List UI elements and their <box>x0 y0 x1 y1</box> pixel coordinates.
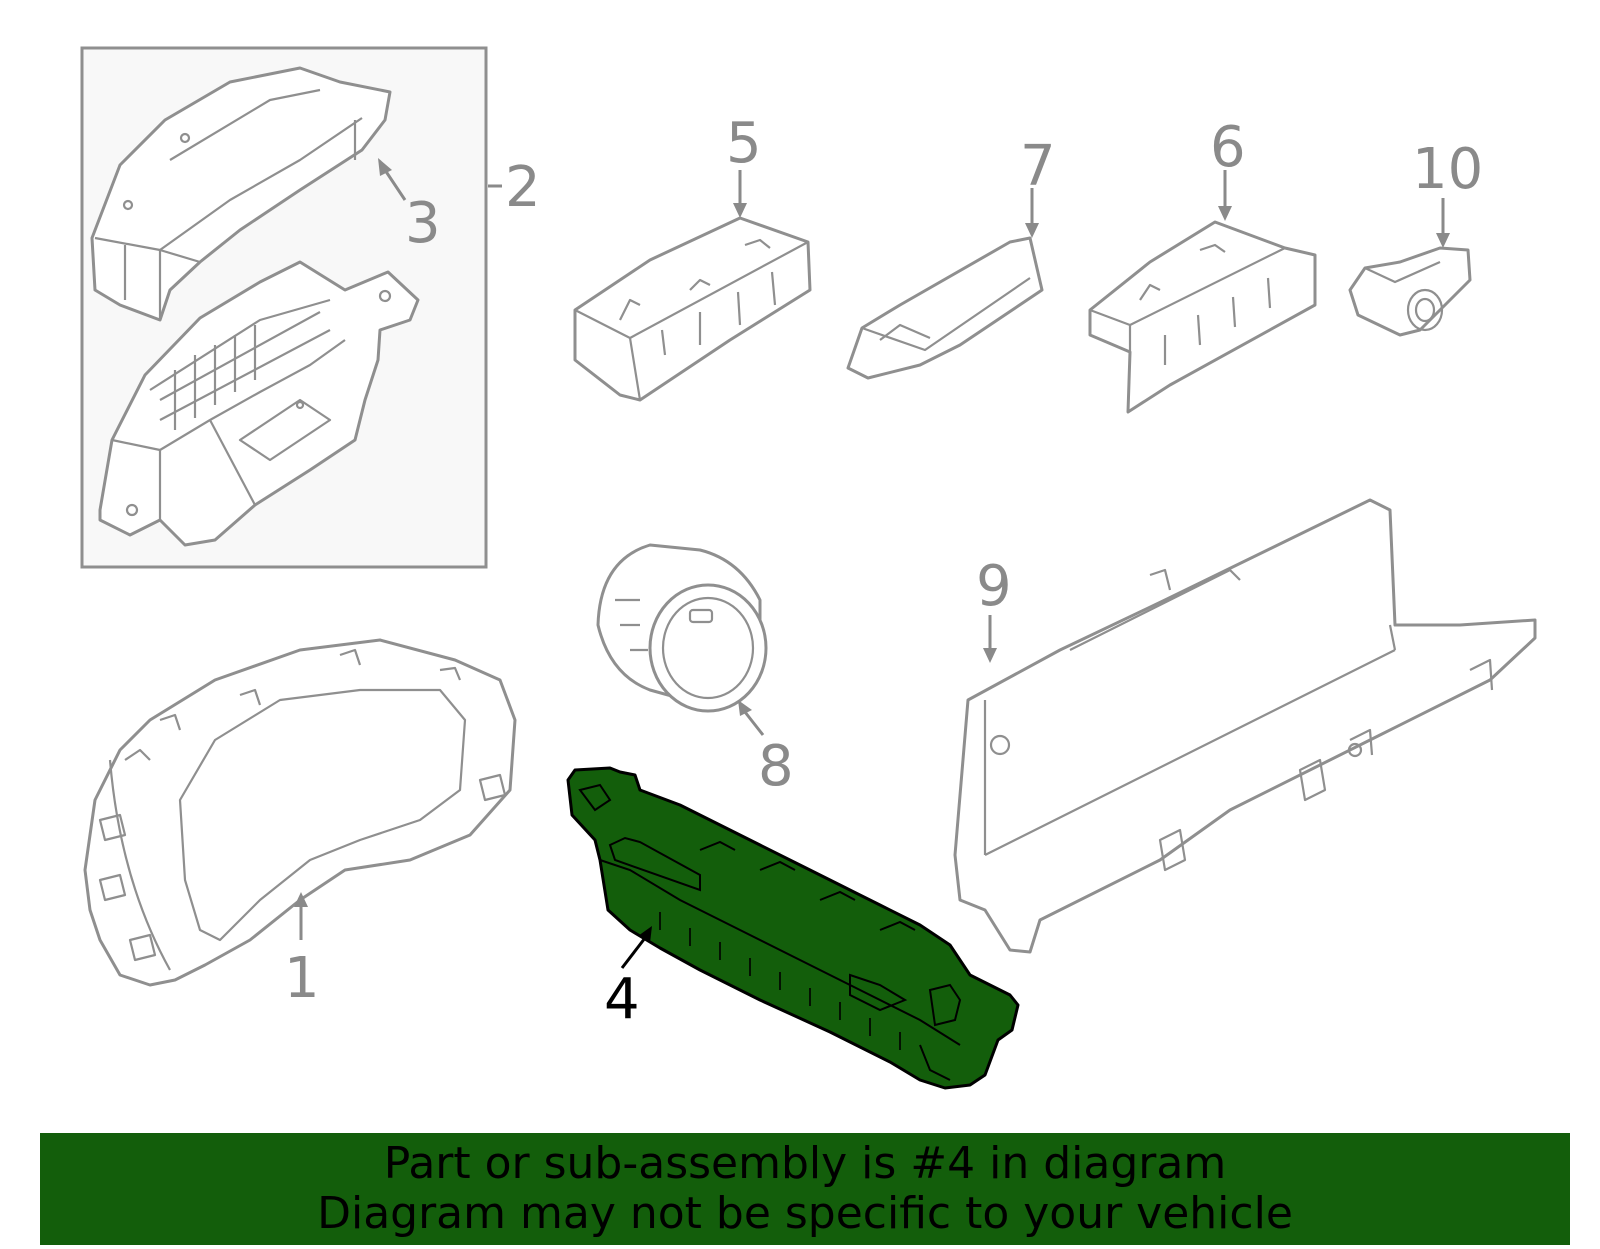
part-10-drawing[interactable] <box>1348 246 1472 337</box>
callout-10[interactable]: 10 <box>1412 137 1483 202</box>
callout-6[interactable]: 6 <box>1210 115 1246 180</box>
part-7-drawing[interactable] <box>846 236 1044 380</box>
part-9-drawing[interactable] <box>953 498 1537 954</box>
callout-1[interactable]: 1 <box>284 946 320 1011</box>
inset-assembly-2 <box>80 46 488 569</box>
part-8-drawing[interactable] <box>596 543 768 713</box>
callout-5[interactable]: 5 <box>726 111 762 176</box>
part-3-drawing[interactable] <box>90 66 392 322</box>
callout-2[interactable]: 2 <box>505 155 541 220</box>
part-2-housing-drawing[interactable] <box>98 260 420 547</box>
part-6-drawing[interactable] <box>1088 220 1317 414</box>
callout-7[interactable]: 7 <box>1020 134 1056 199</box>
footer-line-2: Diagram may not be specific to your vehi… <box>317 1188 1293 1239</box>
callout-9[interactable]: 9 <box>976 554 1012 619</box>
callout-4[interactable]: 4 <box>604 967 640 1032</box>
footer-notice: Part or sub-assembly is #4 in diagram Di… <box>40 1133 1570 1245</box>
callout-8[interactable]: 8 <box>758 734 794 799</box>
footer-line-1: Part or sub-assembly is #4 in diagram <box>383 1138 1227 1189</box>
part-5-drawing[interactable] <box>573 216 812 402</box>
footer-band <box>40 1133 1570 1245</box>
part-4-drawing[interactable] <box>566 766 1020 1090</box>
part-1-drawing[interactable] <box>83 638 517 987</box>
callout-3[interactable]: 3 <box>405 191 441 256</box>
